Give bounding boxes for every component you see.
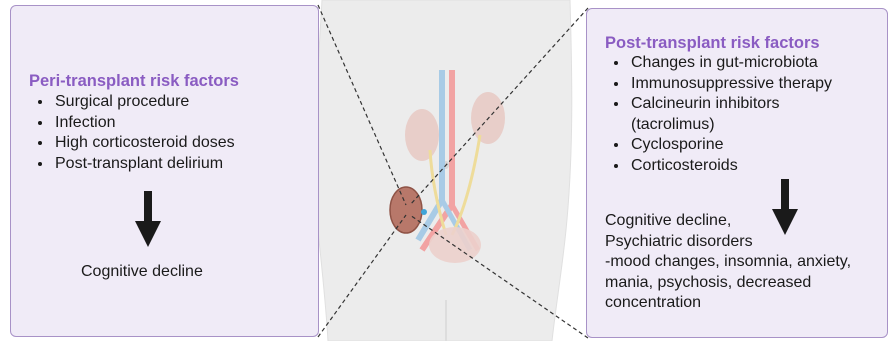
risk-factor-item: Cyclosporine (629, 135, 859, 156)
post-risk-list: Changes in gut-microbiotaImmunosuppressi… (605, 53, 859, 176)
down-arrow-icon (135, 191, 161, 247)
peri-transplant-title: Peri-transplant risk factors (29, 72, 239, 91)
risk-factor-item: Post-transplant delirium (53, 154, 235, 175)
post-transplant-panel: Post-transplant risk factors Changes in … (586, 8, 888, 338)
post-outcome: Cognitive decline,Psychiatric disorders-… (605, 211, 851, 314)
risk-factor-item: Calcineurin inhibitors (tacrolimus) (629, 94, 859, 135)
post-outcome-line: -mood changes, insomnia, anxiety, (605, 252, 851, 273)
native-kidney-left (405, 109, 439, 161)
risk-factor-item: Changes in gut-microbiota (629, 53, 859, 74)
risk-factor-item: Surgical procedure (53, 92, 235, 113)
peri-outcome: Cognitive decline (81, 262, 203, 283)
post-transplant-title: Post-transplant risk factors (605, 34, 820, 53)
post-outcome-line: concentration (605, 293, 851, 314)
transplanted-kidney (390, 187, 422, 233)
graft-anastomosis (421, 209, 427, 215)
peri-transplant-panel: Peri-transplant risk factors Surgical pr… (10, 5, 319, 337)
bladder (429, 227, 481, 263)
risk-factor-item: Immunosuppressive therapy (629, 74, 859, 95)
post-outcome-line: Psychiatric disorders (605, 232, 851, 253)
risk-factor-item: High corticosteroid doses (53, 133, 235, 154)
post-outcome-line: mania, psychosis, decreased (605, 273, 851, 294)
risk-factor-item: Corticosteroids (629, 156, 859, 177)
peri-risk-list: Surgical procedureInfectionHigh corticos… (29, 92, 235, 174)
post-outcome-line: Cognitive decline, (605, 211, 851, 232)
risk-factor-item: Infection (53, 113, 235, 134)
